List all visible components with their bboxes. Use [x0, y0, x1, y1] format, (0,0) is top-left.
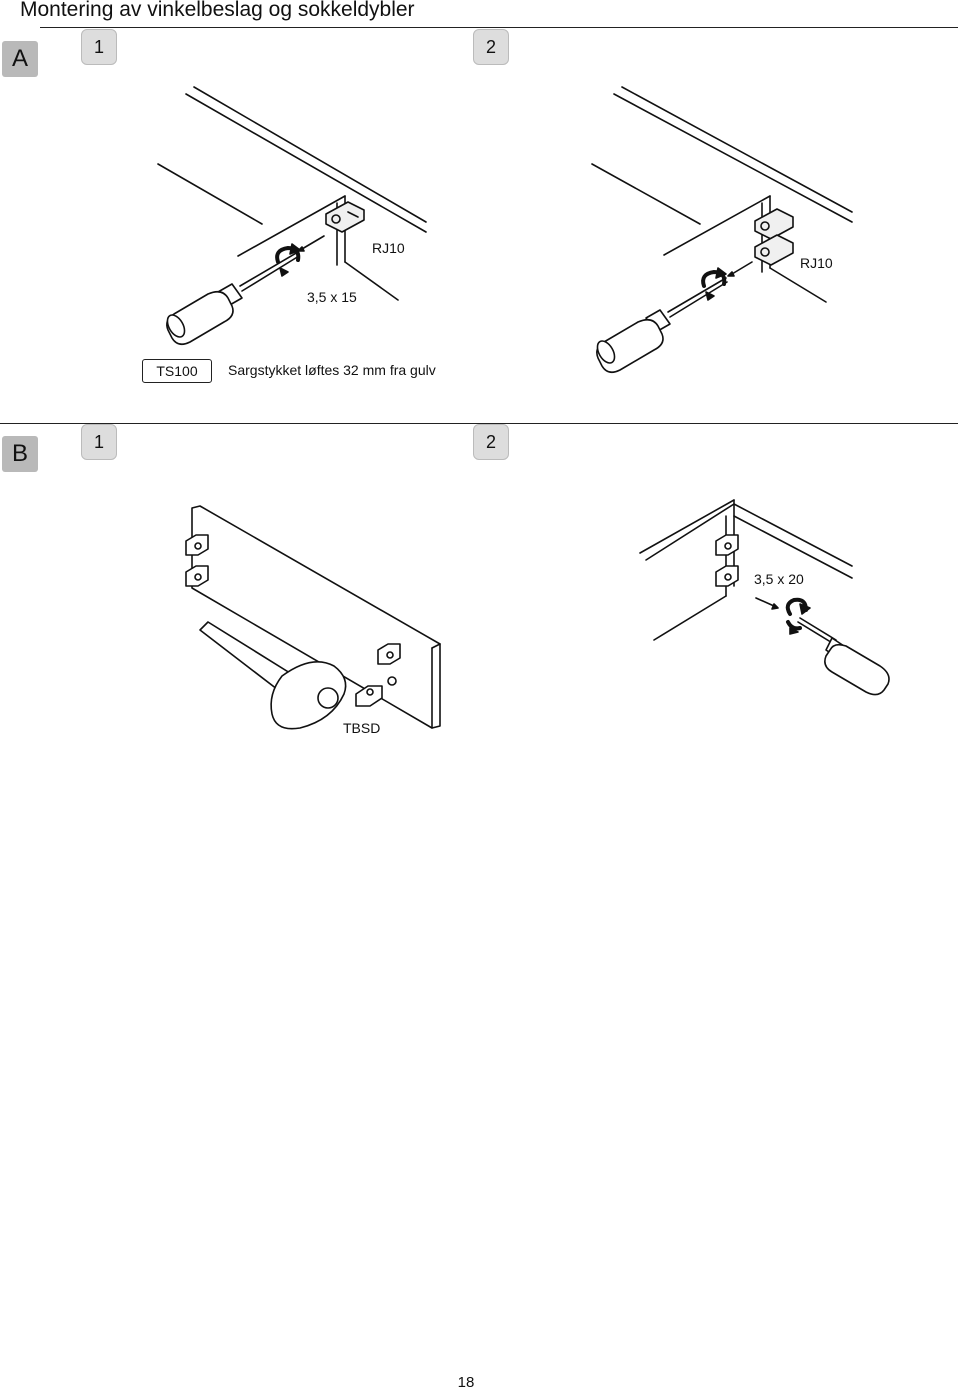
- page-number: 18: [457, 1374, 475, 1391]
- section-a-step-2-badge: 2: [473, 29, 509, 65]
- section-b-step1-part-label: TBSD: [343, 720, 381, 736]
- section-divider: [0, 423, 958, 424]
- screwdriver-b-step2: [797, 617, 890, 696]
- section-b-step-1-badge: 1: [81, 424, 117, 460]
- mallet: [199, 621, 347, 730]
- rj10-bracket-step2-lower: [754, 234, 794, 266]
- section-a-badge: A: [2, 41, 38, 77]
- plinth-dowel: [185, 534, 401, 707]
- section-a-step2-bracket-label: RJ10: [800, 255, 833, 271]
- section-b-badge: B: [2, 436, 38, 472]
- screwdriver-step1: [166, 251, 300, 346]
- page-title: Montering av vinkelbeslag og sokkeldyble…: [20, 0, 415, 21]
- header-rule: [40, 27, 958, 28]
- section-a-step-1-badge: 1: [81, 29, 117, 65]
- screwdriver-step2: [596, 277, 728, 374]
- rj10-bracket-step1: [325, 201, 365, 233]
- section-b-step-2-badge: 2: [473, 424, 509, 460]
- part-code-box: TS100: [142, 359, 212, 383]
- rj10-bracket-step2-upper: [754, 208, 794, 240]
- section-a-step1-bracket-label: RJ10: [372, 240, 405, 256]
- section-b-step2-screw-label: 3,5 x 20: [754, 571, 804, 587]
- section-a-note: Sargstykket løftes 32 mm fra gulv: [228, 362, 436, 378]
- plinth-board-step1: [191, 505, 441, 729]
- section-a-step1-screw-label: 3,5 x 15: [307, 289, 357, 305]
